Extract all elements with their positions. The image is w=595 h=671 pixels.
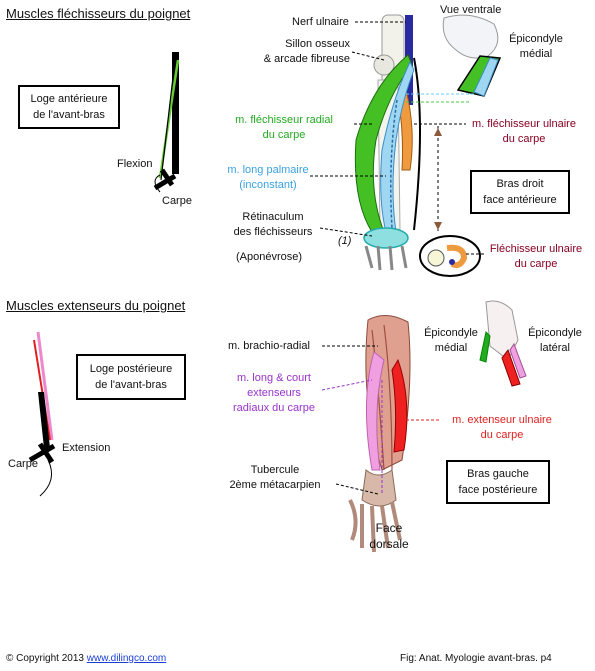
sillon-line-2: & arcade fibreuse [263,53,350,65]
figure-caption: Fig: Anat. Myologie avant-bras. p4 [400,653,552,664]
bras-gauche-line-2: face postérieure [458,484,538,496]
tubercule-line-1: Tubercule [250,464,300,476]
flechisseur-ulnaire-line-2: du carpe [502,133,546,145]
flechisseur-ulnaire-label: m. fléchisseur ulnaire du carpe [464,117,584,147]
posterior-loge-box: Loge postérieure de l'avant-bras [76,354,186,400]
posterior-loge-line-1: Loge postérieure [89,363,173,375]
flexion-label: Flexion [117,158,153,170]
anterior-forearm [354,14,502,277]
extenseur-ulnaire-line-1: m. extenseur ulnaire [452,414,552,426]
long-court-line-3: radiaux du carpe [233,402,315,414]
retinaculum-line-1: Rétinaculum [242,211,304,223]
epicondyle-medial-bottom: Épicondyle médial [416,326,486,356]
face-dorsale-label: Face dorsale [356,520,422,552]
flechisseur-ulnaire-2-line-1: Fléchisseur ulnaire [489,243,583,255]
epicondyle-lateral-bottom: Épicondyle latéral [520,326,590,356]
sillon-line-1: Sillon osseux [285,38,350,50]
long-court-label: m. long & court extenseurs radiaux du ca… [222,371,326,416]
epicondyle-medial-top-line-1: Épicondyle [509,33,563,45]
bras-gauche-line-1: Bras gauche [467,468,529,480]
retinaculum-label: Rétinaculum des fléchisseurs [226,210,320,240]
bras-gauche-box: Bras gauche face postérieure [446,460,550,504]
copyright-text: © Copyright 2013 [6,653,84,664]
long-palmaire-line-2: (inconstant) [239,179,297,191]
sillon-label: Sillon osseux & arcade fibreuse [248,37,350,67]
epicondyle-medial-bottom-line-1: Épicondyle [424,327,478,339]
epicondyle-medial-top: Épicondyle médial [498,32,574,62]
bras-droit-line-2: face antérieure [483,194,557,206]
site-link[interactable]: www.dilingco.com [86,653,167,664]
flechisseur-ulnaire-line-1: m. fléchisseur ulnaire [472,118,576,130]
posterior-loge-line-2: de l'avant-bras [95,379,167,391]
brachio-radial-label: m. brachio-radial [228,340,310,352]
extenseur-ulnaire-label: m. extenseur ulnaire du carpe [436,413,568,443]
flechisseur-radial-label: m. fléchisseur radial du carpe [216,113,352,143]
epicondyle-lateral-line-2: latéral [540,342,570,354]
copyright: © Copyright 2013 www.dilingco.com [6,653,166,664]
anterior-loge-box: Loge antérieure de l'avant-bras [18,85,120,129]
long-palmaire-line-1: m. long palmaire [227,164,309,176]
top-leader-lines [310,21,486,255]
tubercule-line-2: 2ème métacarpien [229,479,321,491]
tubercule-label: Tubercule 2ème métacarpien [220,463,330,493]
flexion-schema [153,52,180,193]
marker-1: (1) [338,235,352,247]
extension-label: Extension [62,442,111,454]
bras-droit-line-1: Bras droit [496,178,544,190]
flechisseur-radial-line-2: du carpe [262,129,306,141]
posterior-forearm [348,300,527,553]
long-court-line-2: extenseurs [247,387,301,399]
long-court-line-1: m. long & court [237,372,311,384]
long-palmaire-label: m. long palmaire (inconstant) [222,163,314,193]
extension-schema [28,331,56,497]
carpe-label-top: Carpe [162,195,192,207]
bras-droit-box: Bras droit face antérieure [470,170,570,214]
epicondyle-medial-bottom-line-2: médial [434,342,468,354]
anterior-loge-line-1: Loge antérieure [30,93,108,105]
anterior-loge-line-2: de l'avant-bras [33,109,105,121]
face-dorsale-line-1: Face [375,521,403,535]
flexors-heading: Muscles fléchisseurs du poignet [6,6,191,21]
epicondyle-medial-top-line-2: médial [519,48,553,60]
face-dorsale-line-2: dorsale [369,537,409,551]
nerf-ulnaire-label: Nerf ulnaire [292,16,349,28]
bottom-leader-lines [321,345,440,495]
vue-ventrale-label: Vue ventrale [440,4,502,16]
retinaculum-line-2: des fléchisseurs [233,226,313,238]
epicondyle-lateral-line-1: Épicondyle [528,327,582,339]
extensors-heading: Muscles extenseurs du poignet [6,298,186,313]
flechisseur-radial-line-1: m. fléchisseur radial [235,114,333,126]
aponevrose-label: (Aponévrose) [236,251,303,263]
carpe-label-bottom: Carpe [8,458,38,470]
extenseur-ulnaire-line-2: du carpe [480,429,524,441]
flechisseur-ulnaire-2-line-2: du carpe [514,258,558,270]
flechisseur-ulnaire-2-label: Fléchisseur ulnaire du carpe [480,242,592,272]
